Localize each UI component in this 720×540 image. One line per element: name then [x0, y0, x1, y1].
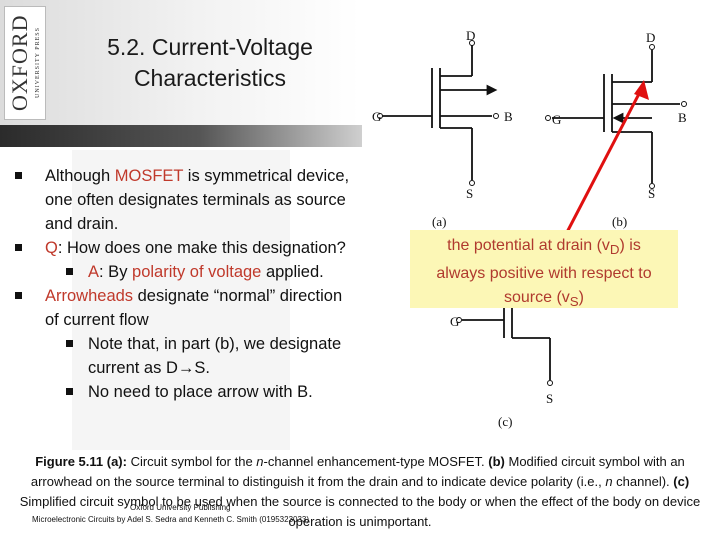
drain-potential-callout: the potential at drain (vD) is always po… — [410, 230, 678, 309]
terminal-s-a — [469, 180, 475, 186]
bullet-symmetry: Although MOSFET is symmetrical device, o… — [8, 164, 353, 236]
terminal-b-b — [681, 101, 687, 107]
oxford-logo: OXFORD UNIVERSITY PRESS — [4, 6, 46, 120]
terminal-g-a — [377, 113, 383, 119]
terminal-g-b — [545, 115, 551, 121]
bullet-list: Although MOSFET is symmetrical device, o… — [8, 164, 353, 404]
terminal-s-c — [547, 380, 553, 386]
label-s-c: S — [546, 391, 553, 406]
bullet-answer: A: By polarity of voltage applied. — [8, 260, 353, 284]
label-g-a: G — [372, 109, 381, 124]
square-bullet-icon — [66, 388, 73, 395]
mosfet-a-symbol — [382, 43, 498, 180]
book-credit: Microelectronic Circuits by Adel S. Sedr… — [32, 515, 310, 524]
terminal-b-a — [493, 113, 499, 119]
label-g-c: G — [450, 314, 459, 329]
publisher-credit: Oxford University Publishing — [130, 503, 231, 512]
terminal-d-a — [469, 40, 475, 46]
square-bullet-icon — [66, 268, 73, 275]
callout-line-1: the potential at drain (vD) is — [447, 237, 641, 258]
callout-line-2: always positive with respect to — [436, 265, 652, 283]
bullet-arrowheads: Arrowheads designate “normal” direction … — [8, 284, 353, 332]
square-bullet-icon — [66, 340, 73, 347]
bullet-no-arrow: No need to place arrow with B. — [8, 380, 353, 404]
slide-title: 5.2. Current-Voltage Characteristics — [60, 32, 360, 94]
bullet-question: Q: How does one make this designation? — [8, 236, 353, 260]
label-d-b: D — [646, 30, 655, 45]
title-line-1: 5.2. Current-Voltage — [107, 34, 313, 60]
mosfet-circuit-symbols: D G B S (a) D G B S (b) G S (c) — [372, 28, 687, 429]
label-part-c: (c) — [498, 414, 512, 429]
mosfet-c-symbol — [462, 308, 551, 380]
terminal-s-b — [649, 183, 655, 189]
label-part-b: (b) — [612, 214, 627, 229]
label-b-a: B — [504, 109, 513, 124]
square-bullet-icon — [15, 244, 22, 251]
terminal-d-b — [649, 44, 655, 50]
square-bullet-icon — [15, 292, 22, 299]
label-b-b: B — [678, 110, 687, 125]
label-s-a: S — [466, 186, 473, 201]
title-line-2: Characteristics — [133, 65, 287, 91]
square-bullet-icon — [15, 172, 22, 179]
red-arrow-shaft — [562, 87, 644, 239]
label-g-b: G — [552, 112, 561, 127]
header-divider — [0, 125, 362, 147]
callout-line-3: source (vS) — [503, 289, 584, 310]
terminal-g-c — [456, 317, 462, 323]
bullet-note: Note that, in part (b), we designate cur… — [8, 332, 353, 380]
mosfet-b-symbol — [552, 50, 680, 183]
logo-subtitle: UNIVERSITY PRESS — [35, 27, 41, 99]
header-band — [0, 0, 360, 125]
label-part-a: (a) — [432, 214, 446, 229]
background-panel — [72, 150, 290, 450]
label-d-a: D — [466, 28, 475, 43]
logo-wordmark: OXFORD — [7, 14, 32, 112]
figure-caption: Figure 5.11 (a): Circuit symbol for the … — [19, 454, 701, 529]
label-s-b: S — [648, 186, 655, 201]
red-arrow-icon — [634, 80, 649, 100]
